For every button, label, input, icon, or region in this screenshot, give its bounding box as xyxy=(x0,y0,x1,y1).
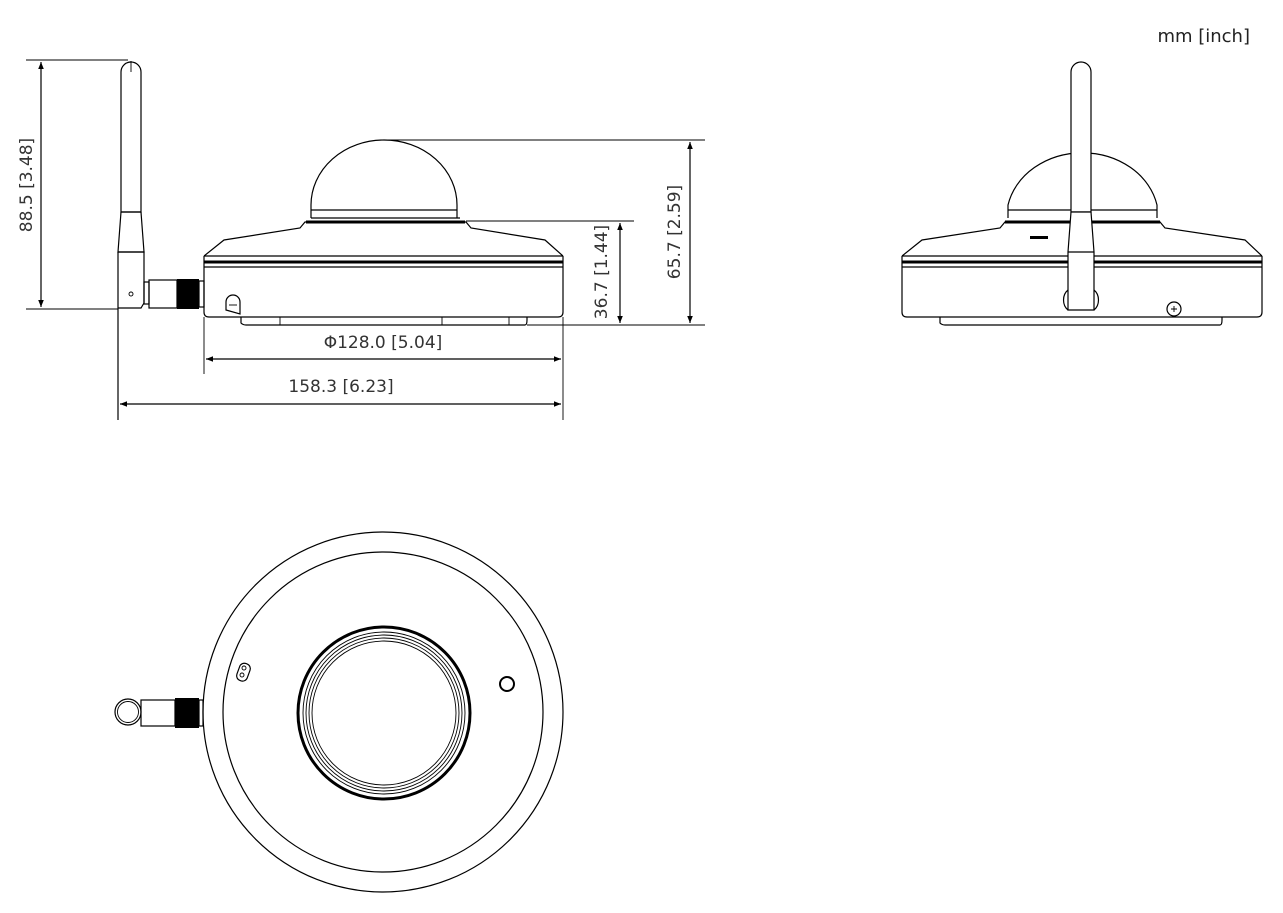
camera-body xyxy=(203,139,564,326)
dimension-body-height: 36.7 [1.44] xyxy=(466,220,634,323)
dimension-total-height: 65.7 [2.59] xyxy=(381,139,705,326)
body-diameter-label: Φ128.0 [5.04] xyxy=(324,333,443,353)
dimension-antenna-height: 88.5 [3.48] xyxy=(17,59,128,310)
dimension-body-diameter: Φ128.0 [5.04] xyxy=(203,317,564,420)
body-height-label: 36.7 [1.44] xyxy=(592,225,612,319)
front-view xyxy=(901,61,1263,326)
antenna-height-label: 88.5 [3.48] xyxy=(17,138,37,232)
side-view: 88.5 [3.48] 65.7 [2.59] 36.7 [1.44] Φ128… xyxy=(17,59,705,420)
connector-icon xyxy=(143,279,205,309)
total-width-label: 158.3 [6.23] xyxy=(288,377,393,397)
total-height-label: 65.7 [2.59] xyxy=(665,185,685,279)
antenna-icon xyxy=(1067,61,1095,311)
top-view xyxy=(114,531,564,893)
connector-icon xyxy=(114,698,204,728)
units-label: mm [inch] xyxy=(1157,26,1250,47)
antenna-icon xyxy=(117,61,145,420)
dimension-total-width: 158.3 [6.23] xyxy=(120,377,561,407)
